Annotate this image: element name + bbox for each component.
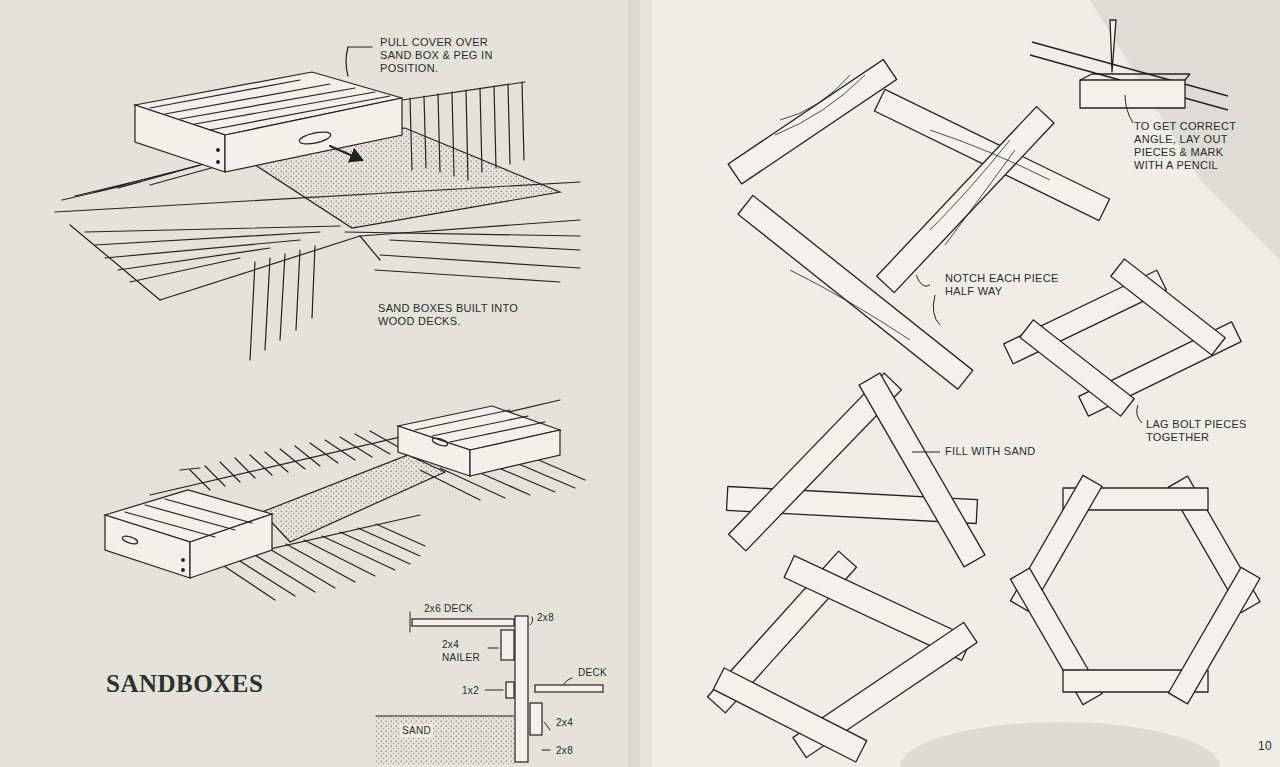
annotation-text: TO GET CORRECT ANGLE, LAY OUT PIECES & M… bbox=[1134, 120, 1252, 172]
annotation-text: 2x4 bbox=[556, 716, 573, 729]
annotation-text: SAND bbox=[400, 724, 433, 737]
annotation-text: FILL WITH SAND bbox=[945, 445, 1036, 458]
annotation-text: 2x4 NAILER bbox=[442, 638, 490, 664]
page-title: SANDBOXES bbox=[106, 670, 263, 698]
annotation-text: DECK bbox=[578, 666, 607, 679]
annotation-text: SAND BOXES BUILT INTO WOOD DECKS. bbox=[378, 302, 528, 328]
annotation-text: PULL COVER OVER SAND BOX & PEG IN POSITI… bbox=[380, 36, 508, 75]
annotation-text: 2x6 DECK bbox=[424, 602, 473, 615]
annotation-text: 1x2 bbox=[462, 684, 479, 697]
page-number: 10 bbox=[1258, 740, 1272, 753]
annotation-text: LAG BOLT PIECES TOGETHER bbox=[1146, 418, 1256, 444]
annotation-text: 2x8 bbox=[537, 611, 554, 624]
annotation-text: 2x8 bbox=[556, 744, 573, 757]
annotation-text: NOTCH EACH PIECE HALF WAY bbox=[945, 272, 1065, 298]
